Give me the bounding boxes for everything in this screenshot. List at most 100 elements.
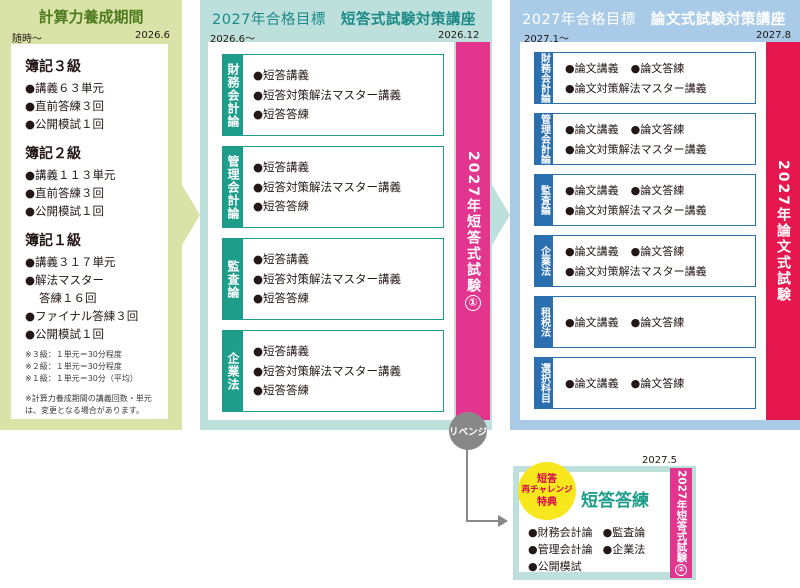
revenge-badge: リベンジ [449, 412, 487, 450]
retry-row: ●財務会計論●監査論 [528, 526, 646, 539]
subject-label: 財務会計論 [223, 55, 243, 135]
essay-box-audit: 監査論 ●論文講義●論文答練 ●論文対策解法マスター講義 [534, 174, 756, 226]
subject-box-audit: 監査論 ●短答講義 ●短答対策解法マスター講義 ●短答答練 [222, 238, 444, 320]
essay-start: 2027.1～ [524, 34, 569, 45]
level-item: ●直前答練３回 [25, 186, 105, 200]
unit-note: ※３級：１単元＝30分程度 [25, 350, 122, 359]
subject-item: ●短答対策解法マスター講義 [253, 87, 402, 102]
subject-item: ●短答講義 [253, 252, 310, 266]
essay-row: ●論文講義●論文答練 [565, 377, 685, 390]
retry-exam-bar: 2027年短答式試験 ② [670, 468, 692, 578]
essay-box-elective: 選択科目 ●論文講義●論文答練 [534, 357, 756, 409]
essay-row: ●論文講義●論文答練 [565, 245, 685, 258]
subject-item: ●短答講義 [253, 160, 310, 174]
essay-box-tax-law: 租税法 ●論文講義●論文答練 [534, 296, 756, 348]
level-block: 簿記３級 ●講義６３単元 ●直前答練３回 ●公開模試１回 [25, 56, 168, 133]
level-item: ●公開模試１回 [25, 204, 105, 218]
retry-panel [513, 466, 696, 580]
unit-note: ※１級：１単元＝30分（平均） [25, 374, 138, 383]
level-item: ●講義１１３単元 [25, 168, 116, 182]
short-answer-subjects: 財務会計論 ●短答講義 ●短答対策解法マスター講義 ●短答答練 管理会計論 ●短… [208, 42, 454, 420]
level-item: ●直前答練３回 [25, 99, 105, 113]
retry-date: 2027.5 [642, 455, 677, 466]
exam-number-badge: ② [675, 563, 687, 576]
subject-item: ●短答答練 [253, 383, 310, 397]
subject-box-management: 管理会計論 ●短答講義 ●短答対策解法マスター講義 ●短答答練 [222, 146, 444, 228]
retry-items: ●財務会計論●監査論 ●管理会計論●企業法 ●公開模試 [528, 524, 645, 575]
level-item: ●公開模試１回 [25, 327, 105, 341]
level-item: ●ファイナル答練３回 [25, 309, 139, 323]
short-answer-end: 2026.12 [438, 30, 480, 41]
calc-period-panel: 計算力養成期間 随時～ 2026.6 簿記３級 ●講義６３単元 ●直前答練３回 … [0, 0, 182, 430]
essay-box-financial: 財務会計論 ●論文講義●論文答練 ●論文対策解法マスター講義 [534, 52, 756, 104]
essay-exam-bar: 2027年論文式試験 [766, 42, 800, 420]
subject-item: ●短答答練 [253, 199, 310, 213]
essay-subjects: 財務会計論 ●論文講義●論文答練 ●論文対策解法マスター講義 管理会計論 ●論文… [520, 42, 766, 420]
level-block: 簿記１級 ●講義３１７単元 ●解法マスター 答練１６回 ●ファイナル答練３回 ●… [25, 230, 168, 343]
change-remark: ※計算力養成期間の講義回数・単元は、変更となる場合があります。 [25, 394, 152, 415]
exam-bar-label: 2027年論文式試験 [775, 159, 791, 303]
retry-title: 短答答練 [581, 491, 649, 511]
essay-row: ●論文対策解法マスター講義 [565, 143, 707, 156]
level-title: 簿記３級 [25, 59, 81, 75]
retry-row: ●管理会計論●企業法 [528, 543, 646, 556]
short-answer-panel: 2027年合格目標 短答式試験対策講座 2026.6～ 2026.12 財務会計… [200, 0, 492, 430]
level-title: 簿記１級 [25, 233, 81, 249]
essay-row: ●論文対策解法マスター講義 [565, 265, 707, 278]
calc-period-end: 2026.6 [135, 30, 170, 41]
arrow-right-icon [498, 515, 508, 527]
level-block: 簿記２級 ●講義１１３単元 ●直前答練３回 ●公開模試１回 [25, 143, 168, 220]
essay-row: ●論文対策解法マスター講義 [565, 82, 707, 95]
subject-label: 管理会計論 [535, 114, 553, 164]
essay-box-corporate-law: 企業法 ●論文講義●論文答練 ●論文対策解法マスター講義 [534, 235, 756, 287]
exam-bar-label: 2027年短答式試験 [465, 150, 481, 294]
short-answer-title: 2027年合格目標 短答式試験対策講座 [212, 12, 476, 28]
level-title: 簿記２級 [25, 146, 81, 162]
subject-item: ●短答講義 [253, 344, 310, 358]
calc-period-title: 計算力養成期間 [38, 8, 144, 26]
flow-arrow [492, 185, 510, 245]
essay-title: 2027年合格目標 論文式試験対策講座 [522, 12, 786, 28]
subject-label: 企業法 [223, 331, 243, 411]
revenge-connector [466, 440, 468, 522]
unit-notes: ※３級：１単元＝30分程度 ※２級：１単元＝30分程度 ※１級：１単元＝30分（… [25, 349, 168, 385]
calc-period-content: 簿記３級 ●講義６３単元 ●直前答練３回 ●公開模試１回 簿記２級 ●講義１１３… [11, 44, 168, 419]
subject-item: ●短答答練 [253, 107, 310, 121]
exam-number-badge: ① [465, 295, 481, 312]
subject-item: ●短答講義 [253, 68, 310, 82]
subject-label: 監査論 [223, 239, 243, 319]
unit-note: ※２級：１単元＝30分程度 [25, 362, 122, 371]
essay-row: ●論文講義●論文答練 [565, 184, 685, 197]
level-item: ●解法マスター [25, 273, 105, 287]
subject-item: ●短答対策解法マスター講義 [253, 179, 402, 194]
subject-label: 財務会計論 [535, 53, 553, 103]
essay-end: 2027.8 [756, 30, 791, 41]
essay-row: ●論文対策解法マスター講義 [565, 204, 707, 217]
revenge-connector [466, 520, 500, 522]
subject-label: 選択科目 [535, 358, 553, 408]
subject-label: 企業法 [535, 236, 553, 286]
retry-row: ●公開模試 [528, 560, 582, 573]
subject-label: 租税法 [535, 297, 553, 347]
essay-box-management: 管理会計論 ●論文講義●論文答練 ●論文対策解法マスター講義 [534, 113, 756, 165]
level-item: ●講義３１７単元 [25, 255, 116, 269]
subject-box-corporate-law: 企業法 ●短答講義 ●短答対策解法マスター講義 ●短答答練 [222, 330, 444, 412]
level-item: ●講義６３単元 [25, 81, 105, 95]
exam-bar-label: 2027年短答式試験 [675, 470, 688, 563]
short-answer-start: 2026.6～ [210, 34, 255, 45]
calc-period-start: 随時～ [12, 34, 42, 45]
subject-item: ●短答答練 [253, 291, 310, 305]
flow-arrow [182, 185, 200, 245]
essay-panel: 2027年合格目標 論文式試験対策講座 2027.1～ 2027.8 財務会計論… [510, 0, 800, 430]
retry-special-badge: 短答 再チャレンジ 特典 [518, 462, 576, 520]
level-item: 答練１６回 [39, 291, 97, 305]
essay-row: ●論文講義●論文答練 [565, 62, 685, 75]
subject-label: 管理会計論 [223, 147, 243, 227]
subject-label: 監査論 [535, 175, 553, 225]
essay-row: ●論文講義●論文答練 [565, 316, 685, 329]
level-item: ●公開模試１回 [25, 117, 105, 131]
subject-item: ●短答対策解法マスター講義 [253, 271, 402, 286]
short-answer-exam-bar: 2027年短答式試験 ① [456, 42, 490, 420]
subject-item: ●短答対策解法マスター講義 [253, 363, 402, 378]
essay-row: ●論文講義●論文答練 [565, 123, 685, 136]
